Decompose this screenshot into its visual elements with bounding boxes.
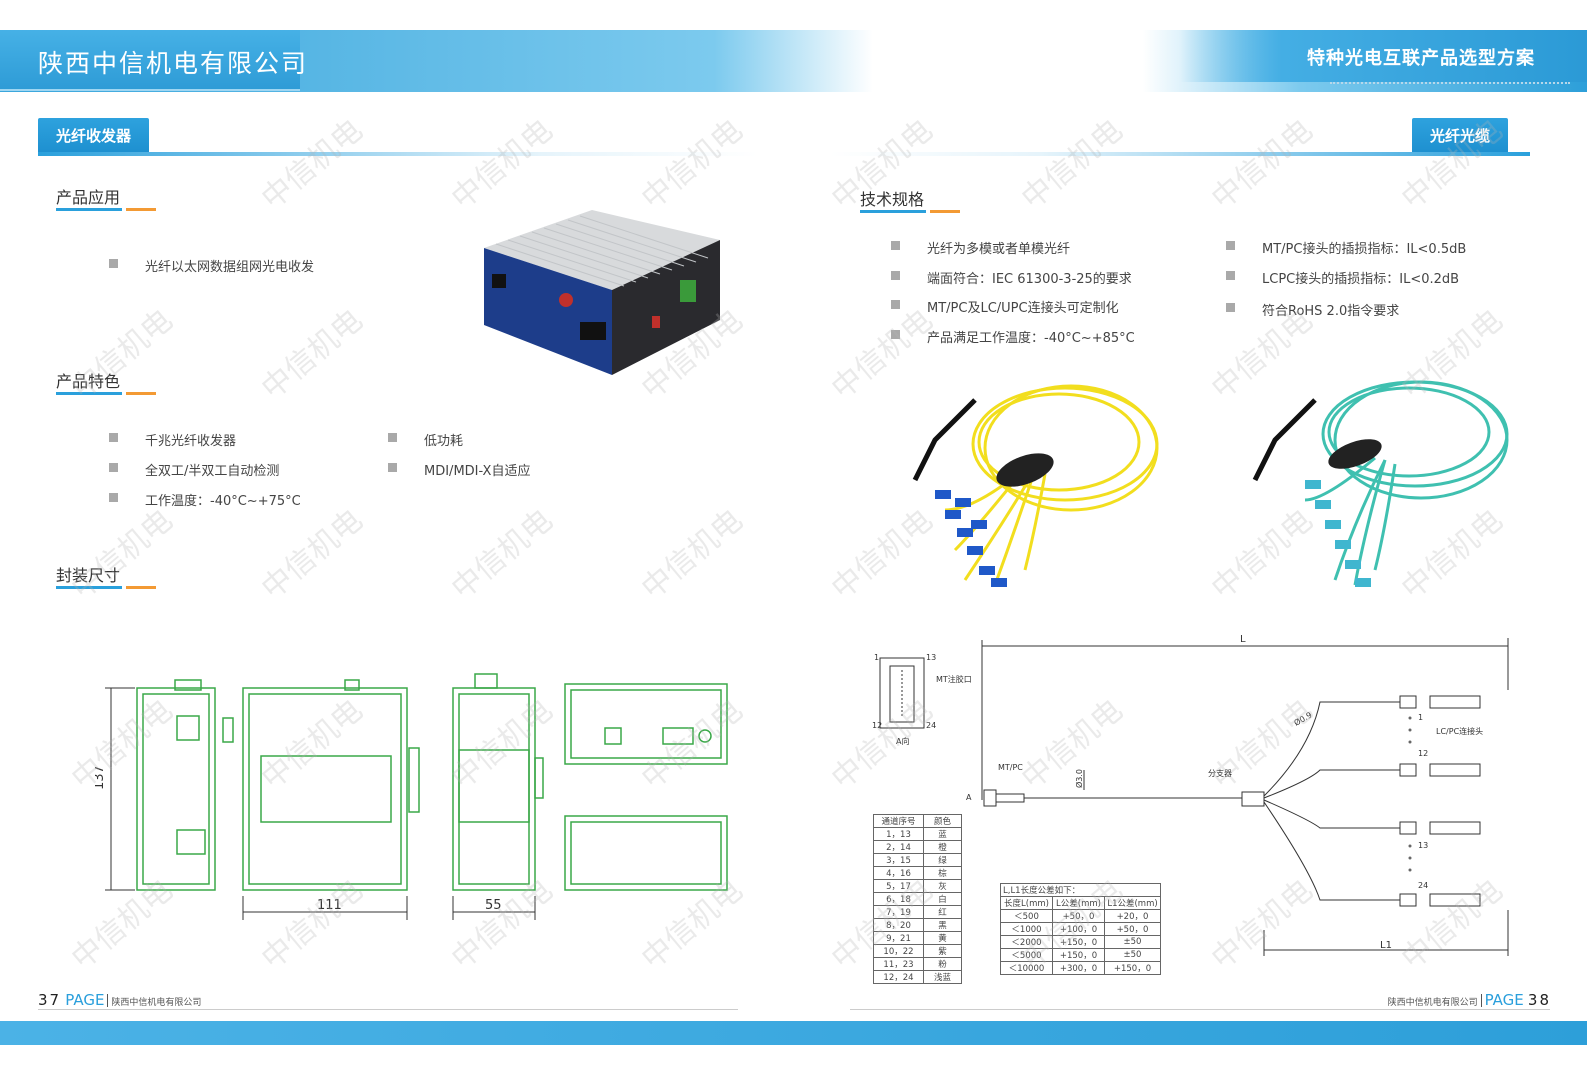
dim-width: 111 xyxy=(317,898,342,913)
page-number-left: 37 xyxy=(38,991,62,1009)
dim-depth: 55 xyxy=(485,898,502,913)
spec-item: MT/PC及LC/UPC连接头可定制化 xyxy=(891,297,1119,316)
header-right-block xyxy=(1180,30,1587,82)
label-pin-1: 1 xyxy=(874,653,879,662)
spec-item: MT/PC接头的插损指标：IL<0.5dB xyxy=(1226,238,1466,257)
dimensions-heading: 封装尺寸 xyxy=(56,562,156,589)
watermark: 中信机电 xyxy=(635,502,750,607)
company-name: 陕西中信机电有限公司 xyxy=(38,49,309,78)
footer-right: 陕西中信机电有限公司 PAGE 38 xyxy=(1388,991,1551,1009)
label-branch-12: 12 xyxy=(1418,749,1428,758)
package-dimension-drawing: 137 111 55 xyxy=(95,673,728,920)
label-lcpc: LC/PC连接头 xyxy=(1436,726,1483,736)
feature-item: 千兆光纤收发器 xyxy=(109,430,236,449)
watermark: 中信机电 xyxy=(65,502,180,607)
application-heading: 产品应用 xyxy=(56,184,156,211)
feature-item: 工作温度：-40°C~+75°C xyxy=(109,490,301,509)
watermark: 中信机电 xyxy=(445,502,560,607)
spec-item: 光纤为多模或者单模光纤 xyxy=(891,238,1070,257)
label-dia-09: Ø0.9 xyxy=(1292,710,1313,728)
footer-company-left: 陕西中信机电有限公司 xyxy=(111,998,202,1008)
watermark: 中信机电 xyxy=(255,112,370,217)
singlemode-cable-photo xyxy=(912,384,1159,587)
spec-item: 符合RoHS 2.0指令要求 xyxy=(1226,300,1399,319)
features-heading: 产品特色 xyxy=(56,368,156,395)
label-L1: L1 xyxy=(1380,940,1392,951)
spec-item: 产品满足工作温度：-40°C~+85°C xyxy=(891,327,1135,346)
header-underline xyxy=(0,89,300,91)
footer-band xyxy=(0,1021,1587,1045)
label-a: A xyxy=(966,793,972,802)
watermark: 中信机电 xyxy=(1015,112,1130,217)
length-tolerance-table: L,L1长度公差如下： 长度L(mm)L公差(mm)L1公差(mm) ＜500+… xyxy=(1000,883,1161,975)
label-L: L xyxy=(1240,634,1246,645)
feature-item: MDI/MDI-X自适应 xyxy=(388,460,530,479)
tab-fiber-cable: 光纤光缆 xyxy=(1412,118,1509,154)
tab-underline-left xyxy=(38,152,758,156)
label-branch-1: 1 xyxy=(1418,713,1423,722)
label-splitter: 分支器 xyxy=(1208,768,1232,778)
label-branch-24: 24 xyxy=(1418,881,1428,890)
cable-assembly-drawing: L L1 1 13 12 24 MT注胶口 A向 MT/PC A Ø3.0 Ø0… xyxy=(872,634,1509,956)
dim-height: 137 xyxy=(95,765,107,790)
label-dia-3: Ø3.0 xyxy=(1074,769,1084,788)
page-number-right: 38 xyxy=(1527,991,1551,1009)
multimode-cable-photo xyxy=(1252,380,1509,587)
solution-title: 特种光电互联产品选型方案 xyxy=(1307,48,1535,69)
page-word-right: PAGE xyxy=(1484,991,1524,1009)
specs-heading: 技术规格 xyxy=(860,186,960,213)
watermark: 中信机电 xyxy=(1205,112,1320,217)
spec-item: 端面符合：IEC 61300-3-25的要求 xyxy=(891,268,1132,287)
footer-line-left xyxy=(38,1009,738,1010)
page-word-left: PAGE xyxy=(65,991,105,1009)
spec-item: LCPC接头的插损指标：IL<0.2dB xyxy=(1226,268,1459,287)
transceiver-photo xyxy=(484,210,720,375)
footer-left: 37 PAGE 陕西中信机电有限公司 xyxy=(38,991,201,1009)
label-pin-12: 12 xyxy=(872,721,882,730)
watermark: 中信机电 xyxy=(255,302,370,407)
feature-item: 全双工/半双工自动检测 xyxy=(109,460,279,479)
label-pin-24: 24 xyxy=(926,721,936,730)
tab-transceiver: 光纤收发器 xyxy=(38,118,150,154)
label-branch-13: 13 xyxy=(1418,841,1428,850)
label-mt-glue: MT注胶口 xyxy=(936,674,972,684)
label-mtpc: MT/PC xyxy=(998,763,1023,772)
label-a-direction: A向 xyxy=(896,736,909,746)
feature-item: 低功耗 xyxy=(388,430,463,449)
watermark: 中信机电 xyxy=(255,502,370,607)
header-dotted-line xyxy=(1330,82,1570,84)
header-left-block xyxy=(0,30,300,90)
label-pin-13: 13 xyxy=(926,653,936,662)
footer-line-right xyxy=(850,1009,1550,1010)
tab-underline-right xyxy=(830,152,1530,156)
footer-company-right: 陕西中信机电有限公司 xyxy=(1387,998,1478,1008)
application-item: 光纤以太网数据组网光电收发 xyxy=(109,256,314,275)
